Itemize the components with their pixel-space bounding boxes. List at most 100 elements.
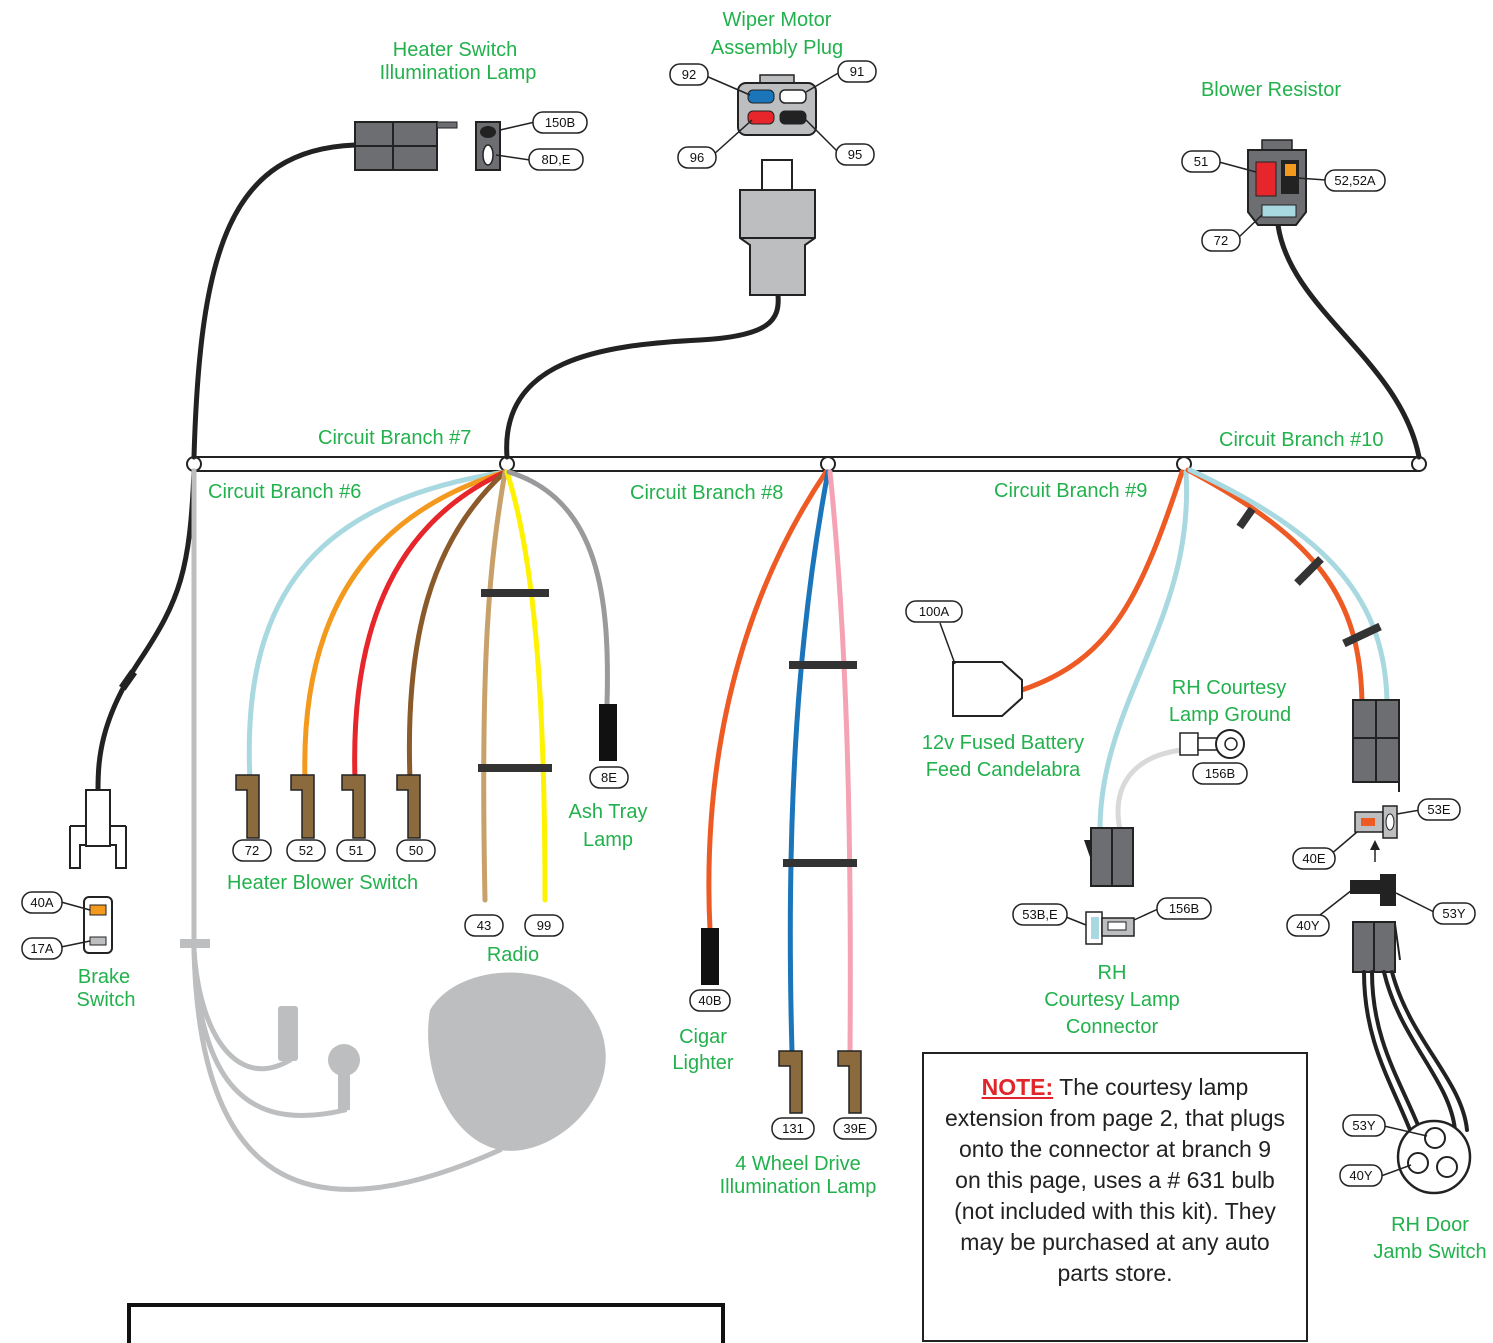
tag-91: 91 [837,60,877,83]
note-heading: NOTE: [981,1074,1054,1100]
tag-51-resistor: 51 [1181,150,1221,173]
courtesy-lamp-connector [1084,827,1135,945]
svg-text:53B,E: 53B,E [1022,907,1058,922]
blower-resistor-wire [1275,222,1422,460]
tag-95: 95 [835,143,875,166]
brake-switch-label-2: Switch [77,989,136,1011]
branch9-wires [1019,467,1390,833]
candelabra-label-1: 12v Fused Battery [922,732,1084,754]
door-jamb-upper-connector [1352,699,1400,792]
tag-40E: 40E [1292,847,1336,870]
tag-51: 51 [336,839,376,862]
door-jamb-lower-connector [1352,921,1401,973]
four-wd-connectors [778,1050,862,1114]
svg-text:40B: 40B [698,993,721,1008]
courtesy-ground-terminal [1179,729,1245,759]
tag-40B: 40B [689,989,731,1012]
branch7-label: Circuit Branch #7 [318,427,471,449]
ash-tray-label-2: Lamp [583,829,633,851]
branch10-label: Circuit Branch #10 [1219,429,1384,451]
tag-50: 50 [396,839,436,862]
branch8-label: Circuit Branch #8 [630,482,783,504]
tag-52: 52 [286,839,326,862]
tag-150B: 150B [532,111,588,134]
blower-resistor-label: Blower Resistor [1201,79,1341,101]
svg-text:53E: 53E [1427,802,1450,817]
courtesy-connector-label-2: Courtesy Lamp [1044,989,1180,1011]
svg-text:40E: 40E [1302,851,1325,866]
door-jamb-terminal-53E [1354,805,1398,839]
courtesy-connector-label-3: Connector [1066,1016,1159,1038]
heater-blower-switch-label: Heater Blower Switch [227,872,418,894]
heater-switch-lamp-label-1: Heater Switch [393,39,518,61]
courtesy-ground-label-1: RH Courtesy [1172,677,1286,699]
wiper-label-2: Assembly Plug [711,37,843,59]
svg-text:53Y: 53Y [1442,906,1465,921]
tag-156B-connector: 156B [1156,897,1212,920]
svg-text:96: 96 [690,150,704,165]
tag-53BE: 53B,E [1012,903,1068,926]
svg-text:51: 51 [349,843,363,858]
svg-text:150B: 150B [545,115,575,130]
tag-17A: 17A [21,937,63,960]
note-box: NOTE: The courtesy lamp extension from p… [922,1052,1308,1342]
svg-text:40Y: 40Y [1349,1168,1372,1183]
svg-text:156B: 156B [1205,766,1235,781]
courtesy-ground-label-2: Lamp Ground [1169,704,1291,726]
svg-text:95: 95 [848,147,862,162]
door-jamb-lower-wires [1362,970,1469,1132]
four-wd-label-2: Illumination Lamp [720,1176,877,1198]
tag-52-52A: 52,52A [1324,169,1386,192]
svg-text:91: 91 [850,64,864,79]
gray-ground-blob [428,972,606,1151]
branch7-fanout-wires [246,469,610,903]
tag-92: 92 [669,63,709,86]
radio-label: Radio [487,944,539,966]
svg-text:51: 51 [1194,154,1208,169]
svg-text:8D,E: 8D,E [542,152,571,167]
door-jamb-label-2: Jamb Switch [1373,1241,1486,1263]
branch9-label: Circuit Branch #9 [994,480,1147,502]
tag-40Y-door: 40Y [1339,1164,1383,1187]
svg-text:40A: 40A [30,895,53,910]
tag-8E: 8E [589,766,629,789]
cigar-lighter-label-1: Cigar [679,1026,727,1048]
tag-53Y-door: 53Y [1342,1114,1386,1137]
blower-resistor-connector [1247,139,1307,226]
candelabra-connector [952,661,1023,717]
wiper-wire [504,292,781,460]
tag-156B-ground: 156B [1192,762,1248,785]
svg-text:17A: 17A [30,941,53,956]
door-jamb-label-1: RH Door [1391,1214,1469,1236]
heater-switch-lamp-connector [354,121,501,171]
branch8-wires [706,469,857,1055]
ash-tray-connector [599,704,617,761]
tag-53Y: 53Y [1432,902,1476,925]
wiper-label-1: Wiper Motor [723,9,832,31]
four-wd-label-1: 4 Wheel Drive [735,1153,861,1175]
svg-text:131: 131 [782,1121,804,1136]
svg-text:99: 99 [537,918,551,933]
svg-text:50: 50 [409,843,423,858]
svg-text:92: 92 [682,67,696,82]
brake-switch-label-1: Brake [78,966,130,988]
svg-text:52,52A: 52,52A [1334,173,1376,188]
svg-text:156B: 156B [1169,901,1199,916]
door-jamb-terminal-53Y [1350,874,1396,906]
tag-40A: 40A [21,891,63,914]
svg-text:8E: 8E [601,770,617,785]
tag-99: 99 [524,914,564,937]
svg-text:72: 72 [245,843,259,858]
tag-40Y: 40Y [1286,914,1330,937]
branch6-label: Circuit Branch #6 [208,481,361,503]
door-jamb-switch [1396,1119,1472,1195]
wiper-motor-plug [737,74,817,296]
brake-switch-connector [69,789,127,954]
svg-text:52: 52 [299,843,313,858]
heater-switch-lamp-label-2: Illumination Lamp [380,62,537,84]
note-body: The courtesy lamp extension from page 2,… [944,1074,1286,1286]
tag-72: 72 [232,839,272,862]
cigar-lighter-connector [701,928,719,985]
candelabra-label-2: Feed Candelabra [926,759,1081,781]
tag-39E: 39E [833,1117,877,1140]
